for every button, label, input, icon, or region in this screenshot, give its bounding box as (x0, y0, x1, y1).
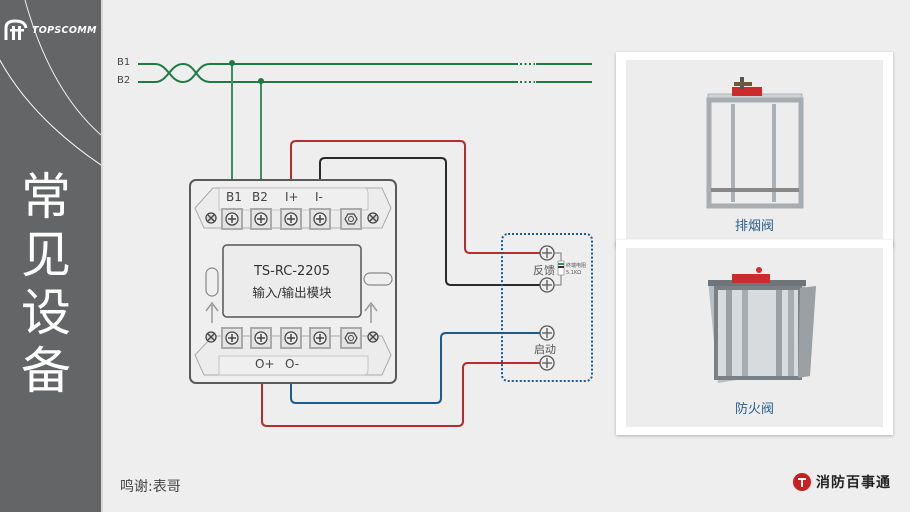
fire-hydrant-logo-icon (793, 473, 811, 491)
brand-logo: 消防百事通 (792, 472, 891, 492)
title-char: 见 (21, 226, 71, 284)
product-card-fire-damper: 防火阀 (616, 240, 893, 435)
feedback-terminals (539, 245, 565, 293)
product-caption: 排烟阀 (734, 219, 774, 234)
bottom-nut-terminal (340, 327, 362, 349)
top-nut-terminal (340, 208, 362, 230)
terminal-label-i-minus: I- (315, 190, 323, 204)
resistor-label: 终端电阻 (566, 263, 587, 269)
brand-name: 消防百事通 (816, 475, 891, 491)
start-terminals (539, 325, 555, 371)
page-title: 常 见 设 备 (16, 168, 76, 400)
sidebar: TOPSCOMM 常 见 设 备 (0, 0, 101, 512)
product-image-area: 排烟阀 (626, 60, 883, 239)
mounting-screw (205, 331, 217, 343)
top-screw-terminal (280, 208, 302, 230)
title-char: 常 (21, 168, 71, 226)
module-model: TS-RC-2205 (253, 264, 331, 279)
topscomm-logo: TOPSCOMM (3, 18, 97, 42)
bottom-screw-terminal (309, 327, 331, 349)
smoke-exhaust-valve-image (706, 77, 804, 209)
logo-text: TOPSCOMM (32, 24, 97, 36)
title-char: 备 (21, 342, 71, 400)
terminal-label-b1: B1 (226, 190, 242, 204)
fire-damper-image (708, 267, 816, 383)
terminal-label-o-minus: O- (285, 357, 300, 371)
product-image-area: 防火阀 (626, 248, 883, 427)
b1-junction (229, 60, 235, 66)
module-name: 输入/输出模块 (252, 285, 332, 300)
top-screw-terminal (309, 208, 331, 230)
credit-text: 鸣谢:表哥 (120, 479, 181, 495)
bus-label-b1: B1 (117, 57, 131, 68)
bus-line-b2 (138, 62, 592, 83)
bottom-screw-terminal (221, 327, 243, 349)
sidebar-divider (101, 0, 103, 512)
topscomm-logo-icon (4, 19, 28, 40)
terminal-label-o-plus: O+ (255, 357, 275, 371)
product-caption: 防火阀 (734, 402, 774, 417)
wire-o-plus (261, 362, 540, 427)
resistor-value: 5.1KΩ (566, 270, 582, 276)
terminal-label-i-plus: I+ (285, 190, 299, 204)
bottom-screw-terminal (280, 327, 302, 349)
mounting-screw (367, 212, 379, 224)
product-card-smoke-exhaust-valve: 排烟阀 (616, 52, 893, 247)
b2-junction (258, 78, 264, 84)
mounting-screw (367, 331, 379, 343)
bus-label-b2: B2 (117, 75, 131, 86)
top-screw-terminal (250, 208, 272, 230)
wire-i-minus (319, 157, 540, 286)
feedback-label: 反馈 (533, 264, 555, 277)
mounting-screw (205, 212, 217, 224)
title-char: 设 (21, 284, 71, 342)
wire-i-plus (290, 140, 540, 254)
wire-o-minus (290, 332, 540, 404)
terminal-label-b2: B2 (252, 190, 268, 204)
start-label: 启动 (534, 343, 556, 356)
top-screw-terminal (221, 208, 243, 230)
bus-line-b1 (138, 63, 592, 84)
bottom-screw-terminal (250, 327, 272, 349)
bus-break-dots (520, 63, 535, 83)
decorative-arcs (0, 0, 101, 166)
